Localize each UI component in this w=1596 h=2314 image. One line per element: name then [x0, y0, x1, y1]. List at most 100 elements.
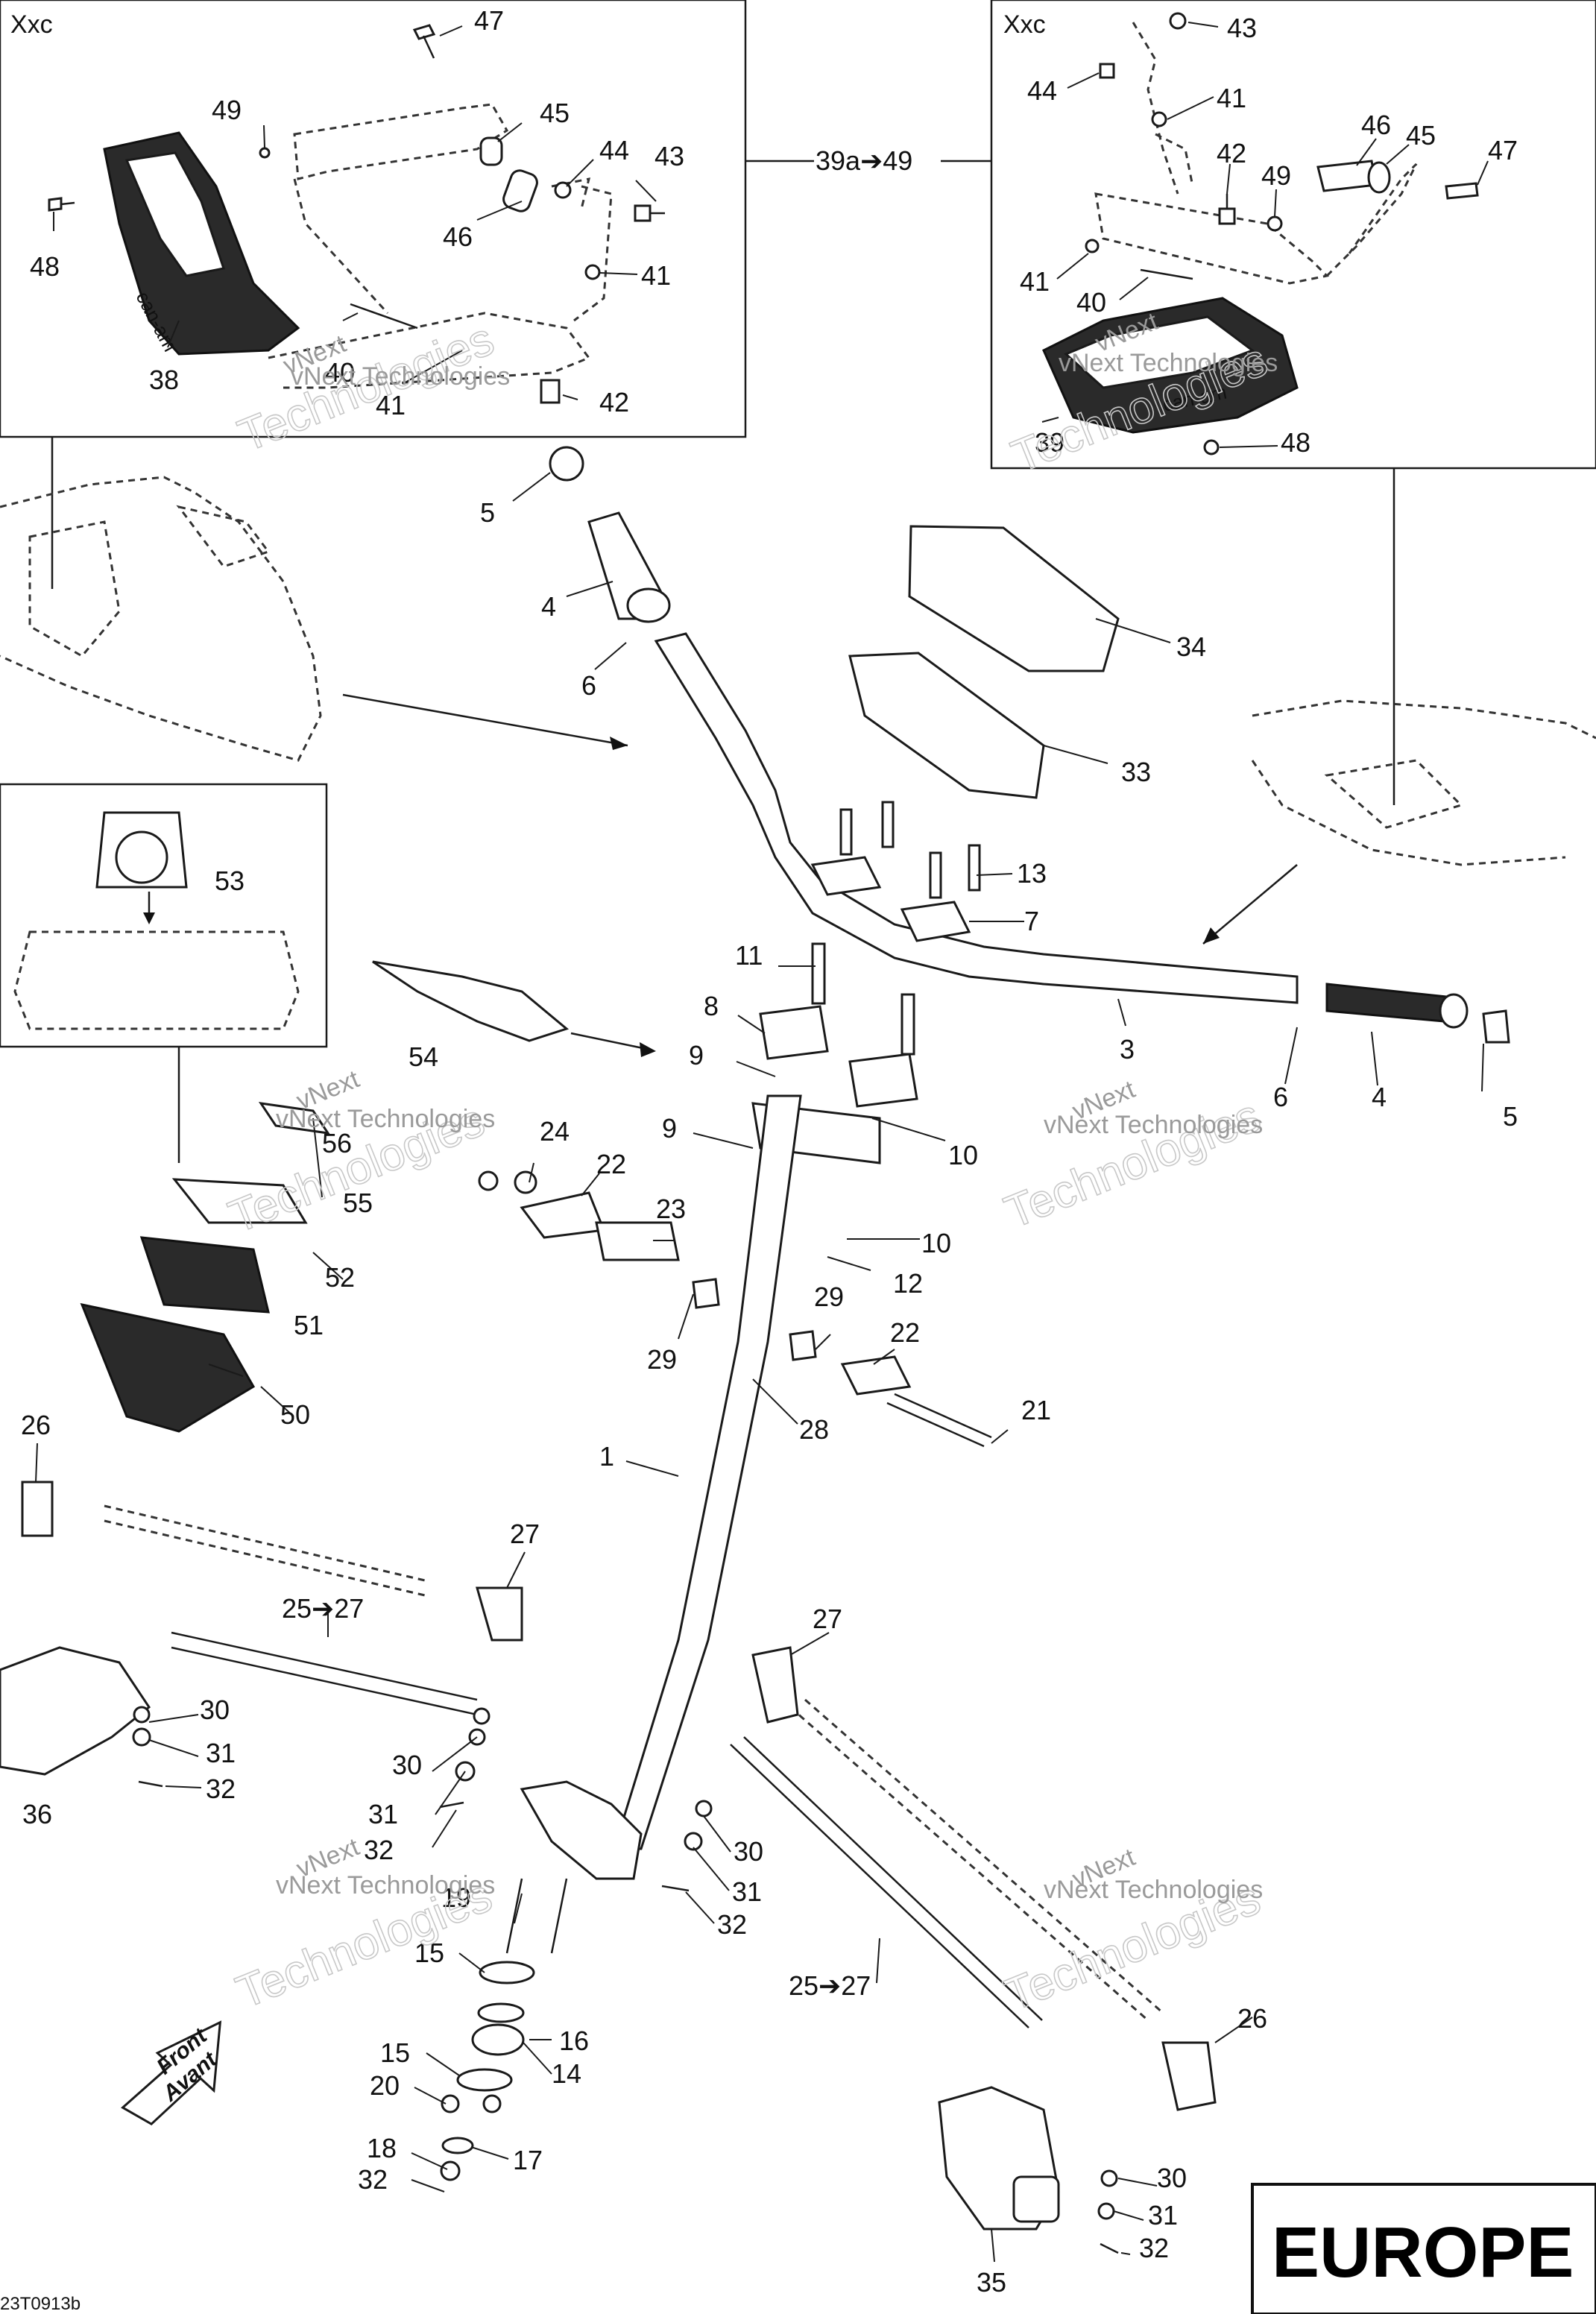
main-leaders [35, 472, 1484, 2263]
svg-text:vNext Technologies: vNext Technologies [1044, 1111, 1263, 1139]
callout-25-27: 25➔27 [282, 1593, 364, 1624]
callout-9: 9 [662, 1113, 677, 1144]
callout-8: 8 [704, 991, 719, 1021]
callout-32: 32 [364, 1835, 394, 1865]
svg-text:vNext Technologies: vNext Technologies [1044, 1876, 1263, 1904]
callout-35: 35 [977, 2267, 1006, 2298]
watermark-mid-right: vNext Technologies vNext Technologies [997, 1075, 1268, 1239]
callout-14: 14 [552, 2058, 581, 2089]
callout-56: 56 [322, 1128, 352, 1158]
range-label: 39a➔49 [816, 145, 912, 176]
callout-44: 44 [599, 135, 629, 165]
svg-text:vNext Technologies: vNext Technologies [291, 362, 510, 391]
handguard-ghost-left [0, 476, 322, 762]
lower-bearings [440, 1878, 568, 2181]
callout-41: 41 [641, 260, 671, 291]
gauge [13, 811, 300, 1030]
callout-44: 44 [1027, 75, 1057, 106]
svg-text:vNext Technologies: vNext Technologies [1059, 349, 1278, 377]
callout-15: 15 [380, 2037, 410, 2068]
callout-26: 26 [21, 1410, 51, 1440]
hand-guard-bar-right [1094, 22, 1418, 285]
callout-49: 49 [1261, 160, 1291, 191]
handlebar-pads [848, 525, 1120, 799]
callout-1: 1 [599, 1441, 614, 1472]
svg-text:vNext Technologies: vNext Technologies [276, 1105, 495, 1133]
region-box [1251, 2183, 1596, 2314]
callout-46: 46 [1361, 110, 1391, 140]
callout-32: 32 [1139, 2233, 1169, 2263]
callout-30: 30 [392, 1750, 422, 1780]
callout-31: 31 [206, 1738, 236, 1768]
callout-48: 48 [30, 251, 60, 282]
spindle-left [0, 1646, 151, 1776]
callout-32: 32 [206, 1774, 236, 1804]
callout-19: 19 [441, 1882, 471, 1913]
hand-guard-shield-left: can-am [103, 131, 300, 356]
callout-53: 53 [215, 866, 245, 896]
right-variant-label: Xxc [1003, 10, 1046, 39]
column-lower-support [520, 1780, 643, 1880]
handguard-ghost-right [1251, 699, 1596, 866]
callout-41: 41 [1217, 83, 1246, 113]
callout-22: 22 [596, 1149, 626, 1179]
callout-30: 30 [200, 1694, 230, 1725]
callout-29: 29 [647, 1344, 677, 1375]
arrow-handguard-right [1202, 864, 1298, 945]
callout-41: 41 [1020, 266, 1050, 297]
callout-31: 31 [732, 1876, 762, 1907]
callout-23: 23 [656, 1194, 686, 1224]
callout-50: 50 [280, 1399, 310, 1430]
left-panel-leaders [53, 25, 657, 400]
callout-43: 43 [1227, 13, 1257, 43]
callout-4: 4 [1372, 1082, 1387, 1112]
drawing-number: 23T0913b [0, 2294, 81, 2314]
callout-45: 45 [540, 98, 570, 128]
callout-36: 36 [22, 1799, 52, 1829]
region-label: EUROPE [1272, 2213, 1574, 2292]
callout-47: 47 [1488, 135, 1518, 165]
main-callouts: 5 4 6 34 33 13 7 11 8 9 3 4 5 6 9 10 10 … [21, 497, 1518, 2298]
callout-29: 29 [814, 1281, 844, 1312]
callout-32: 32 [358, 2164, 388, 2195]
right-panel-leaders [1041, 22, 1489, 448]
callout-12: 12 [893, 1268, 923, 1299]
callout-52: 52 [325, 1262, 355, 1293]
left-panel-hardware [48, 24, 665, 404]
arrow-handguard-left [342, 693, 628, 747]
svg-text:vNext Technologies: vNext Technologies [276, 1871, 495, 1900]
gauge-detail-frame [0, 783, 328, 1048]
front-direction-arrow: Front Avant [121, 2020, 223, 2126]
left-panel-callouts: 47 49 45 44 43 48 46 41 38 40 41 42 [30, 5, 684, 420]
callout-33: 33 [1121, 757, 1151, 787]
callout-24: 24 [540, 1116, 570, 1147]
left-variant-label: Xxc [10, 10, 53, 39]
callout-6: 6 [581, 670, 596, 701]
callout-34: 34 [1176, 631, 1206, 662]
callout-27: 27 [510, 1519, 540, 1549]
callout-42: 42 [1217, 138, 1246, 168]
callout-30: 30 [1157, 2163, 1187, 2193]
callout-6: 6 [1273, 1082, 1288, 1112]
callout-47: 47 [474, 5, 504, 36]
column-hardware [478, 1170, 992, 1448]
callout-30: 30 [734, 1836, 763, 1867]
callout-21: 21 [1021, 1395, 1051, 1425]
callout-43: 43 [655, 141, 684, 171]
callout-49: 49 [212, 95, 242, 125]
callout-13: 13 [1017, 858, 1047, 889]
callout-48: 48 [1281, 427, 1310, 458]
callout-45: 45 [1406, 120, 1436, 151]
callout-55: 55 [343, 1188, 373, 1218]
watermark-low-right: vNext Technologies vNext Technologies [997, 1843, 1268, 2022]
callout-31: 31 [368, 1799, 398, 1829]
callout-31: 31 [1148, 2200, 1178, 2231]
tie-rods [104, 1504, 1164, 2028]
left-detail-frame [0, 0, 747, 438]
callout-38: 38 [149, 365, 179, 395]
callout-15: 15 [414, 1938, 444, 1968]
callout-17: 17 [513, 2145, 543, 2175]
grip-right [1325, 983, 1510, 1044]
callout-3: 3 [1120, 1034, 1135, 1065]
